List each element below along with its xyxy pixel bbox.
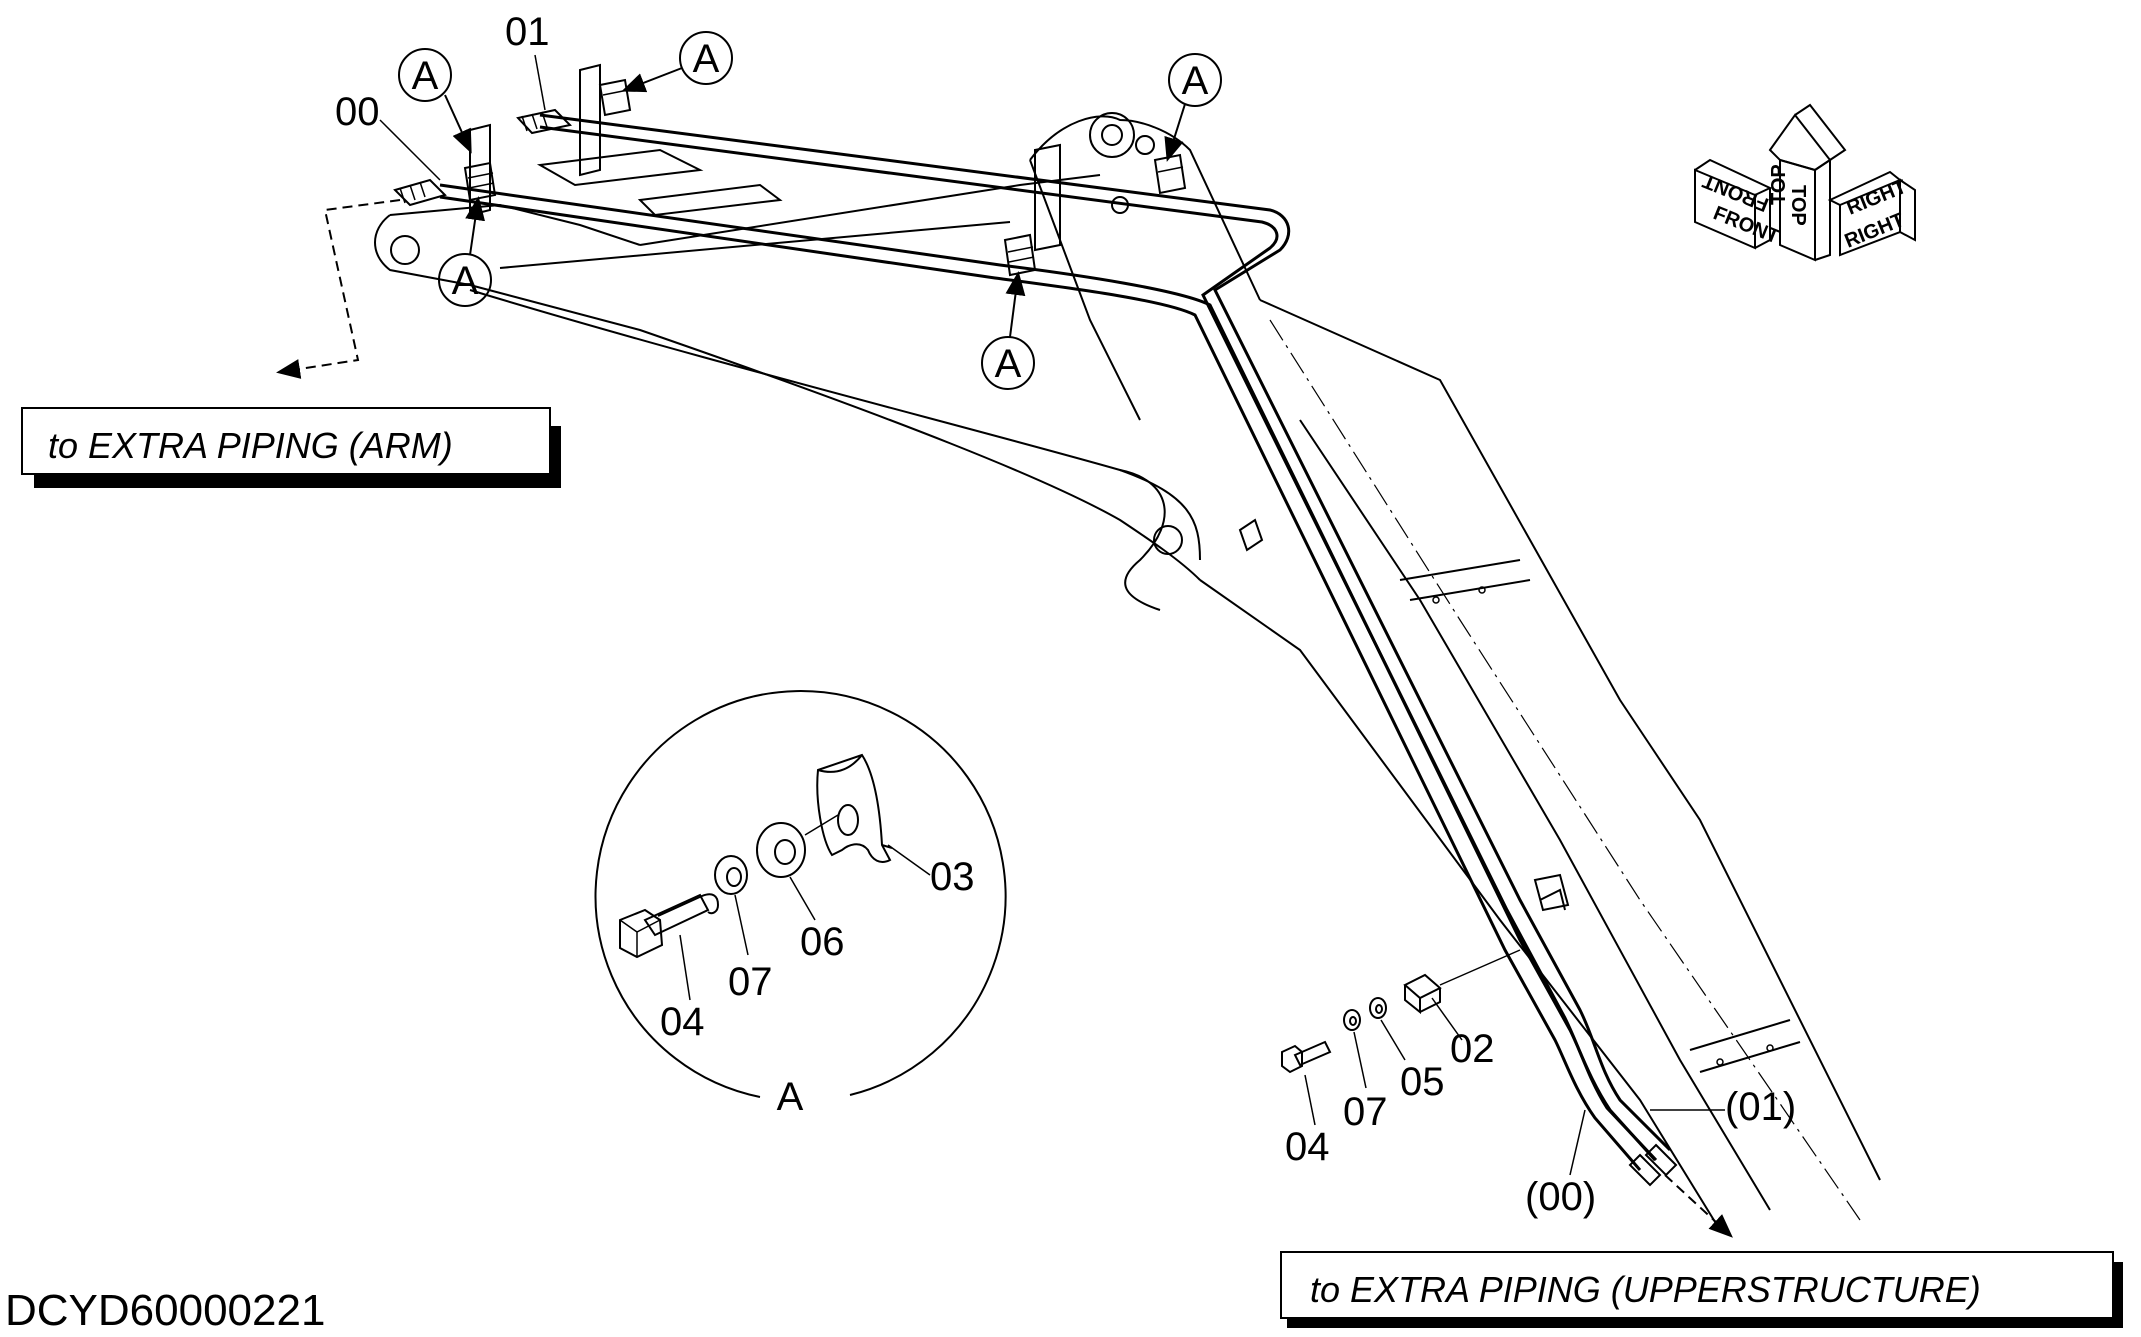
detail-marker-1: A — [398, 48, 472, 154]
detail-marker-2: A — [621, 31, 733, 93]
hose-end-01 — [516, 108, 573, 135]
label-01: 01 — [505, 10, 550, 54]
label-07-lower: 07 — [1343, 1090, 1388, 1134]
clamp-head — [1153, 153, 1187, 195]
washer-part-06 — [756, 822, 806, 878]
label-pipe-01: (01) — [1725, 1085, 1796, 1129]
label-07-detail: 07 — [728, 960, 773, 1004]
boom-head-pin — [1089, 112, 1135, 158]
clamp-top-mid — [598, 78, 632, 117]
orientation-top-mirror: TOP — [1768, 164, 1790, 205]
clamp-part-03 — [816, 753, 893, 863]
lower-clamp-exploded: 04 07 05 02 — [1281, 949, 1521, 1169]
extra-piping-arm-box: to EXTRA PIPING (ARM) — [21, 407, 561, 488]
clamp-mid — [1003, 233, 1037, 277]
leader-01 — [534, 54, 546, 111]
arm-box-text: to EXTRA PIPING (ARM) — [48, 425, 453, 466]
svg-text:A: A — [412, 54, 439, 98]
detail-marker-5: A — [1164, 53, 1222, 162]
boom-body — [374, 112, 1881, 1231]
pipe-support-brackets — [469, 63, 1061, 252]
detail-marker-4: A — [981, 271, 1035, 390]
detail-marker-3: A — [438, 196, 492, 307]
clamp-lower — [1533, 873, 1570, 912]
label-05: 05 — [1400, 1060, 1445, 1104]
upperstructure-box-text: to EXTRA PIPING (UPPERSTRUCTURE) — [1310, 1269, 1981, 1310]
label-pipe-00: (00) — [1525, 1175, 1596, 1219]
bolt-part-04 — [619, 893, 720, 959]
svg-text:A: A — [693, 37, 720, 81]
detail-a-view: A 03 04 07 — [594, 690, 1007, 1119]
svg-text:A: A — [452, 259, 479, 303]
washer-part-07 — [714, 855, 748, 895]
boom-cylinder-pin — [1153, 525, 1183, 555]
leader-pipe-00 — [1569, 1109, 1586, 1176]
arm-direction-arrow — [276, 199, 401, 379]
extra-piping-upperstructure-box: to EXTRA PIPING (UPPERSTRUCTURE) — [1280, 1251, 2123, 1328]
label-02: 02 — [1450, 1027, 1495, 1071]
svg-text:A: A — [995, 342, 1022, 386]
clamp-top-left — [463, 161, 497, 202]
leader-00 — [379, 119, 441, 181]
pipe-01 — [539, 113, 1672, 1162]
hose-end-00 — [393, 178, 447, 207]
orientation-top: TOP — [1787, 185, 1809, 226]
upperstructure-direction-arrow — [1664, 1174, 1733, 1238]
orientation-icon: FRONT FRONT TOP TOP RIGHT RIGHT — [1694, 103, 1916, 262]
detail-a-label: A — [777, 1075, 804, 1119]
boom-foot-pin — [390, 235, 420, 265]
label-00: 00 — [335, 90, 380, 134]
label-03: 03 — [930, 855, 975, 899]
label-04-lower: 04 — [1285, 1125, 1330, 1169]
drawing-id: DCYD60000221 — [5, 1286, 325, 1335]
svg-text:A: A — [1182, 59, 1209, 103]
label-04-detail: 04 — [660, 1000, 705, 1044]
label-06: 06 — [800, 920, 845, 964]
pipe-00 — [439, 183, 1657, 1171]
